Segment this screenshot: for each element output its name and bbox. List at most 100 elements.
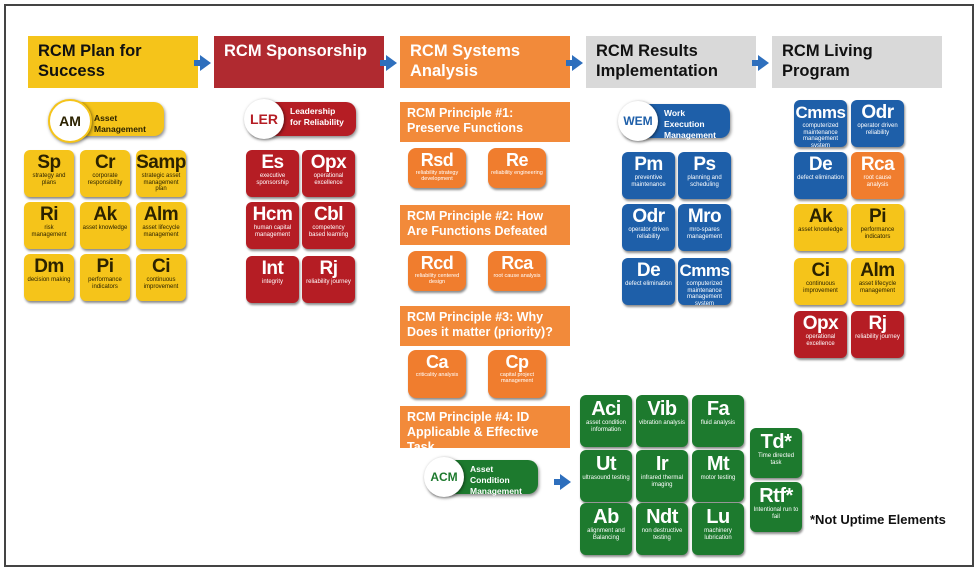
tile-symbol: Mro [687, 206, 722, 227]
step-title-line1: RCM Living [782, 42, 873, 60]
step-plan-for-success: RCM Plan for Success [28, 36, 198, 88]
step-title-line2: Success [38, 62, 105, 80]
step-title-line1: RCM Results [596, 42, 698, 60]
tile-symbol: Samp [136, 152, 186, 173]
tile-label: preventive maintenance [631, 175, 666, 188]
principle-line2: Preserve Functions [407, 121, 524, 135]
leadership-for-reliability-badge: LER Leadership for Reliability [244, 99, 356, 139]
acm-logo-circle: ACM [424, 457, 464, 497]
tile-symbol: Cmms [795, 103, 846, 122]
tile-label: decision making [27, 277, 71, 283]
tile-label: criticality analysis [415, 372, 459, 378]
flow-arrow-2 [380, 55, 397, 71]
wem-label-line1: Work Execution [664, 108, 705, 129]
step-title-line2: Implementation [596, 62, 718, 80]
tile-label: operator driven reliability [628, 227, 669, 240]
tile-symbol: Cr [94, 152, 116, 173]
ler-label-line1: Leadership [290, 106, 336, 116]
tile-label: alignment and Balancing [587, 528, 625, 541]
tile-symbol: Rca [501, 253, 533, 273]
footnote: *Not Uptime Elements [810, 512, 946, 527]
step-title-line1: RCM Sponsorship [224, 42, 367, 60]
tile-symbol: Ci [811, 260, 831, 281]
tile-symbol: Dm [34, 256, 64, 277]
tile-symbol: Fa [706, 398, 730, 420]
principle-4-banner: RCM Principle #4: ID Applicable & Effect… [400, 406, 570, 454]
tile-symbol: Mt [706, 453, 730, 475]
step-results-implementation: RCM Results Implementation [586, 36, 756, 88]
principle-line1: RCM Principle #4: ID [407, 410, 530, 424]
tile-symbol: Opx [310, 152, 347, 173]
tile-label: operator driven reliability [857, 123, 898, 136]
step-title-line1: RCM Systems [410, 42, 521, 60]
tile-symbol: Rj [868, 313, 888, 334]
tile-label: infrared thermal imaging [640, 475, 684, 488]
am-abbr: AM [59, 113, 81, 129]
tile-symbol: Rj [319, 258, 339, 279]
acm-abbr: ACM [430, 470, 458, 484]
tile-label: reliability strategy development [415, 170, 459, 182]
tile-label: human capital management [253, 225, 292, 238]
work-execution-management-badge: WEM Work Execution Management [618, 101, 730, 141]
tile-label: non destructive testing [641, 528, 683, 541]
tile-label: machinery lubrication [704, 528, 732, 541]
tile-symbol: Sp [37, 152, 61, 173]
tile-label: defect elimination [625, 281, 672, 287]
principle-2-banner: RCM Principle #2: How Are Functions Defe… [400, 205, 570, 245]
tile-symbol: Rsd [420, 150, 454, 170]
tile-label: continuous improvement [803, 281, 838, 294]
tile-label: reliability engineering [491, 170, 543, 176]
wem-abbr: WEM [623, 114, 653, 128]
asset-condition-management-badge: ACM Asset Condition Management [424, 457, 538, 497]
tile-label: reliability journey [306, 279, 351, 285]
tile-symbol: Td* [760, 431, 792, 453]
tile-label: fluid analysis [700, 420, 736, 426]
tile-label: strategic asset management plan [141, 173, 181, 192]
step-systems-analysis: RCM Systems Analysis [400, 36, 570, 88]
principle-line1: RCM Principle #2: How [407, 209, 544, 223]
tile-label: asset condition information [585, 420, 627, 433]
tile-label: executive sponsorship [256, 173, 289, 186]
tile-label: continuous improvement [143, 277, 179, 290]
am-logo-circle: AM [48, 99, 92, 143]
tile-symbol: Rca [860, 154, 895, 175]
tile-label: asset lifecycle management [142, 225, 180, 238]
tile-symbol: Es [261, 152, 284, 173]
tile-symbol: Cp [505, 352, 530, 372]
tile-label: defect elimination [797, 175, 844, 181]
tile-symbol: Ut [595, 453, 617, 475]
tile-symbol: Ir [655, 453, 669, 475]
flow-arrow-3 [566, 55, 583, 71]
tile-label: performance indicators [860, 227, 895, 240]
tile-label: reliability centered design [414, 273, 460, 285]
ler-label-line2: for Reliability [290, 117, 344, 127]
tile-label: corporate responsibility [87, 173, 123, 186]
tile-symbol: Opx [802, 313, 839, 334]
step-title-line1: RCM Plan for [38, 42, 142, 60]
asset-management-badge: AM Asset Management [48, 99, 164, 143]
tile-symbol: Aci [591, 398, 621, 420]
acm-label-line1: Asset Condition [470, 464, 510, 485]
